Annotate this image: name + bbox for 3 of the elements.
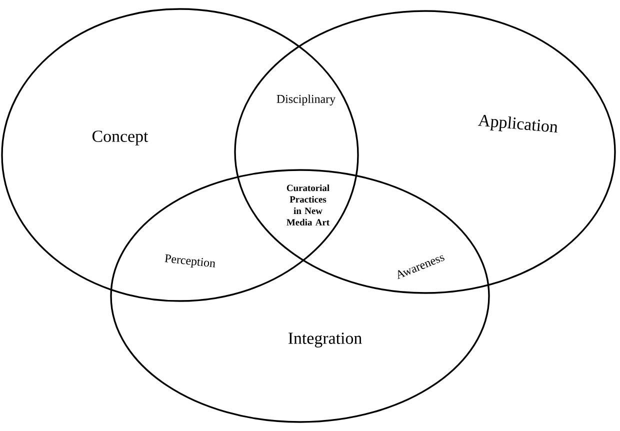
overlap-label: Disciplinary: [276, 94, 336, 106]
overlap-label: Perception: [164, 254, 215, 268]
center-label: Curatorial Practices in New Media Art: [286, 184, 330, 226]
